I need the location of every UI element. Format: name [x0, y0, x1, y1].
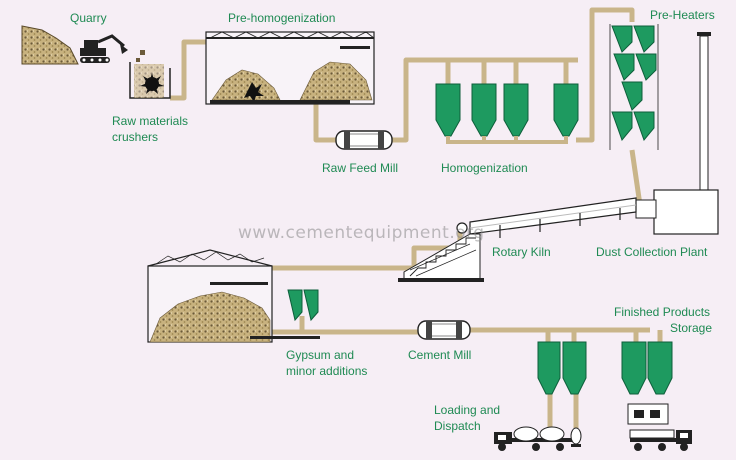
chimney-stack	[697, 32, 711, 191]
label-cement-mill: Cement Mill	[408, 348, 471, 362]
conveyor-feedmill-to-homog	[392, 57, 578, 143]
storage-silo-4	[647, 341, 673, 395]
excavator-icon	[80, 34, 128, 63]
label-homogenization: Homogenization	[441, 161, 528, 175]
finished-products-silos	[537, 341, 673, 395]
homogenization-silos	[435, 83, 579, 137]
homog-silo-2	[471, 83, 497, 137]
label-raw-crushers-2: crushers	[112, 130, 158, 144]
label-raw-crushers-1: Raw materials	[112, 114, 188, 128]
label-dust-collection-plant: Dust Collection Plant	[596, 245, 708, 259]
label-finished-products-2: Storage	[670, 321, 712, 335]
conveyor-crusher-to-prehomog	[170, 39, 206, 101]
conveyor-cementmill-to-storage	[470, 327, 663, 342]
clinker-stockpile	[149, 291, 271, 343]
quarry-rock-pile	[21, 25, 79, 65]
label-gypsum-2: minor additions	[286, 364, 367, 378]
raw-materials-crusher	[129, 50, 171, 99]
pre-heater-tower	[611, 25, 657, 141]
gypsum-silos	[287, 289, 319, 322]
conveyor-silo-to-trucks	[547, 394, 579, 428]
stacker-reclaimer-icon	[244, 82, 264, 102]
label-finished-products-1: Finished Products	[614, 305, 710, 319]
label-pre-homogenization: Pre-homogenization	[228, 11, 335, 25]
raw-feed-mill	[335, 130, 393, 150]
rotary-kiln	[456, 197, 637, 238]
bulk-tanker-truck-icon	[494, 426, 580, 451]
homog-silo-1	[435, 83, 461, 137]
storage-silo-3	[621, 341, 647, 395]
quarry	[21, 25, 128, 65]
clinker-storage-hall	[147, 249, 320, 343]
cement-mill	[417, 320, 471, 340]
bag-packing-station	[627, 403, 669, 425]
prehomog-stockpile-right	[299, 61, 373, 101]
dust-collection-building	[635, 189, 719, 235]
storage-silo-2	[562, 341, 587, 395]
label-loading-2: Dispatch	[434, 419, 481, 433]
homog-silo-3	[503, 83, 529, 137]
tanker-loading-spout-icon	[570, 427, 582, 447]
watermark-text: www.cementequipment.org	[238, 223, 485, 243]
conveyor-homog-to-preheater	[576, 7, 635, 143]
pre-homogenization-hall	[205, 31, 375, 105]
label-pre-heaters: Pre-Heaters	[650, 8, 715, 22]
storage-silo-1	[537, 341, 561, 395]
conveyor-prehomog-to-feedmill	[313, 104, 336, 143]
conveyor-preheater-to-kiln	[629, 149, 643, 206]
label-quarry: Quarry	[70, 11, 107, 25]
label-rotary-kiln: Rotary Kiln	[492, 245, 551, 259]
label-raw-feed-mill: Raw Feed Mill	[322, 161, 398, 175]
flatbed-bag-truck-icon	[629, 429, 692, 451]
pre-heater-frame	[609, 24, 659, 150]
labels: Quarry Raw materials crushers Pre-homoge…	[70, 8, 715, 433]
conveyor-homog-drops	[445, 60, 569, 84]
homog-silo-4	[553, 83, 579, 137]
crusher-rotor-icon	[140, 73, 164, 94]
label-gypsum-1: Gypsum and	[286, 348, 354, 362]
clinker-cooler	[398, 233, 484, 282]
label-loading-1: Loading and	[434, 403, 500, 417]
